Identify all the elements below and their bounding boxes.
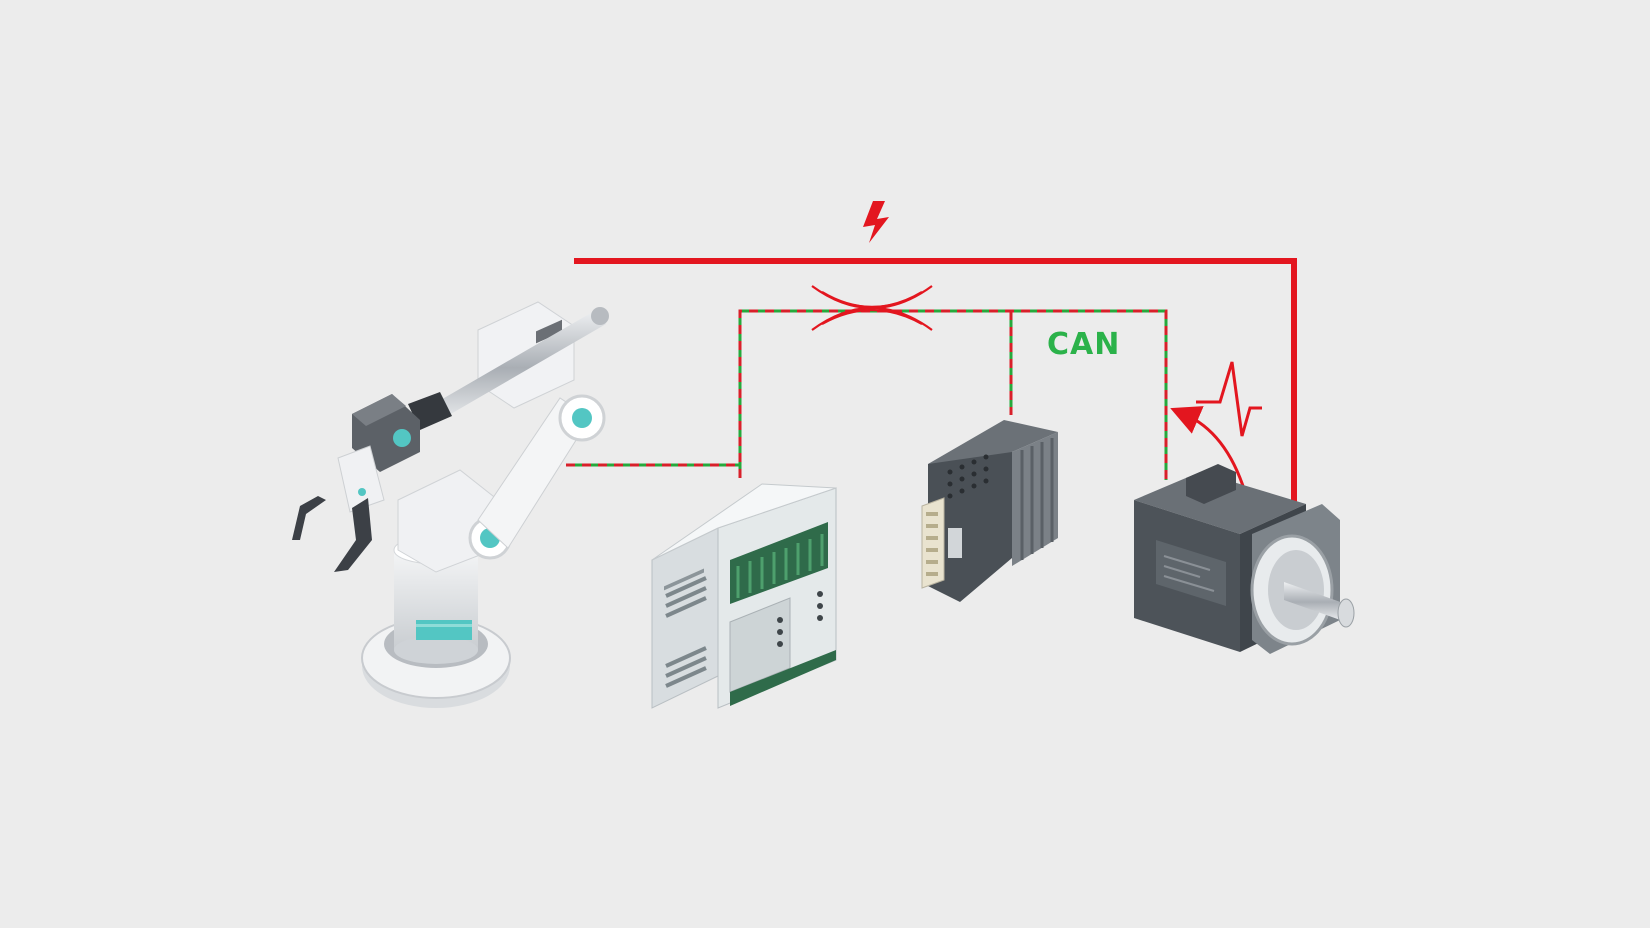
interference-waves-icon (811, 285, 933, 331)
servo-motor-icon (1134, 464, 1355, 654)
plc-controller-icon (651, 483, 837, 709)
robot-arm-icon (292, 301, 609, 708)
noise-spike-icon (1170, 361, 1262, 493)
io-module-icon (921, 420, 1058, 602)
power-line (574, 258, 1297, 505)
can-bus-label: CAN (1047, 327, 1120, 362)
lightning-bolt-icon (863, 201, 889, 243)
can-bus-lines (566, 309, 1168, 480)
